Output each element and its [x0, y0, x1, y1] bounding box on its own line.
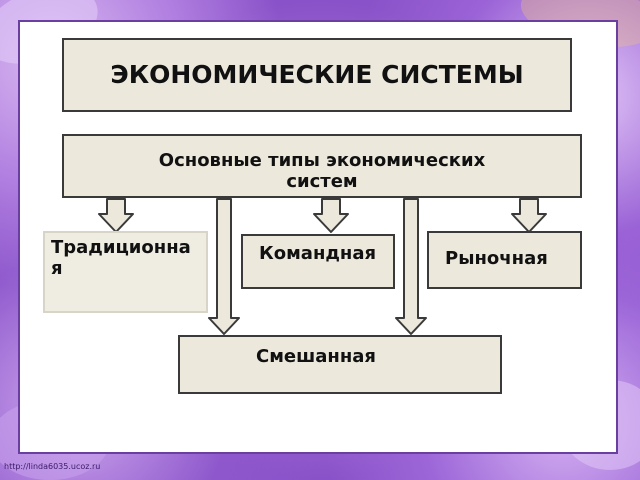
arrow-to-mixed-left [209, 199, 239, 334]
type-traditional-label: Традиционная [51, 237, 191, 279]
type-market-box: Рыночная [427, 231, 582, 289]
type-command-box: Командная [241, 234, 395, 289]
arrow-to-traditional [99, 199, 133, 232]
arrow-to-market [512, 199, 546, 232]
arrow-to-command [314, 199, 348, 232]
type-mixed-box: Смешанная [178, 335, 502, 394]
type-mixed-label: Смешанная [256, 346, 376, 367]
type-traditional-box: Традиционная [43, 231, 208, 313]
type-market-label: Рыночная [445, 248, 548, 269]
source-credit: http://linda6035.ucoz.ru [4, 462, 100, 471]
type-command-label: Командная [259, 243, 376, 264]
arrow-to-mixed-right [396, 199, 426, 334]
